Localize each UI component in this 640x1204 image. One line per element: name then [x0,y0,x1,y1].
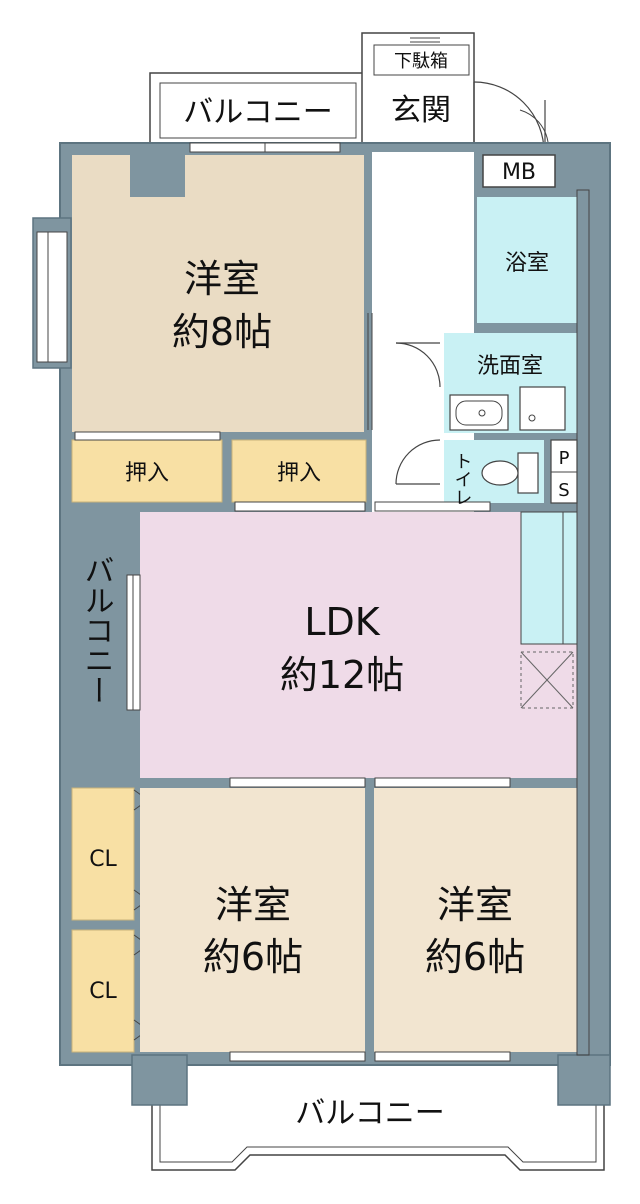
column-bottom-left [131,1054,188,1106]
column-bottom-right [557,1054,611,1106]
entrance-area [361,32,475,154]
ldk-window [126,574,141,711]
toilet-icon [481,452,539,494]
door-swing-toilet [395,439,441,485]
pipe-space-label-s: S [558,480,569,501]
bedroom-c-name: 洋室 [437,883,513,927]
bedroom-c [374,788,577,1052]
kitchen-counter [520,511,578,645]
door-swing-washroom [395,342,441,388]
bedroom-a-pillar [130,153,185,197]
bedroom-a-name: 洋室 [184,257,260,301]
ldk-size: 約12帖 [280,653,404,697]
closet-1 [71,787,135,921]
bedroom-b [140,788,365,1052]
balcony-top-label: バルコニー [183,95,332,130]
ldk-room [140,512,577,778]
hallway-lower [372,330,442,510]
ldk-name: LDK [304,600,380,644]
oshiire-2-label: 押入 [277,461,321,486]
oshiire-2 [231,439,367,503]
entrance-label: 玄関 [391,93,451,128]
pipe-space-label-p: P [559,448,570,469]
oshiire-1 [71,439,223,503]
bedroom-a-size: 約8帖 [172,310,272,354]
toilet-label: トイレ [452,452,473,506]
balcony-bottom-outline [151,1100,605,1171]
balcony-bottom-label: バルコニー [295,1096,444,1131]
closet-1-label: CL [89,847,117,872]
meter-box-label: MB [502,160,536,185]
entrance-box-label: 下駄箱 [394,51,448,72]
oshiire-1-label: 押入 [125,461,169,486]
closet-2-label: CL [89,979,117,1004]
balcony-left-label: バルコニー [79,555,114,705]
bedroom-c-size: 約6帖 [425,935,525,979]
washbasin-icon [449,394,509,431]
bedroom-b-name: 洋室 [215,883,291,927]
washing-machine-icon [519,386,566,431]
balcony-top-outline [149,72,366,144]
entrance-door-swing [473,81,549,153]
closet-2 [71,929,135,1053]
meter-box [482,154,556,188]
bay-window [32,217,72,369]
bath-room [477,197,577,323]
fridge-space-icon [520,651,574,709]
bedroom-b-size: 約6帖 [203,935,303,979]
window-marks [74,142,590,1062]
bedroom-a [72,155,364,432]
washroom-label: 洗面室 [477,354,543,379]
bath-label: 浴室 [505,251,549,276]
